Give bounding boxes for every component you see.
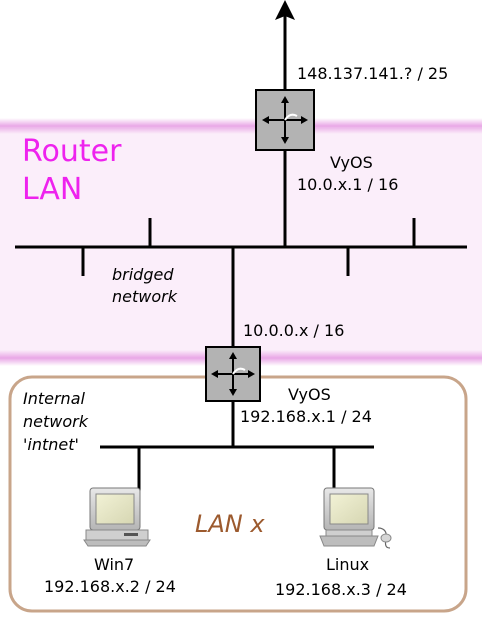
win7-computer-icon [83,487,151,547]
lan-x-label: LAN x [195,510,265,538]
linux-name: Linux [326,555,369,574]
link-address-label: 10.0.0.x / 16 [243,321,344,340]
internal-label-line2: network [23,412,89,431]
upper-router-name: VyOS [330,153,373,172]
linux-computer-icon [319,487,392,549]
internal-label-line1: Internal [23,389,86,408]
upper-router-icon [255,89,315,151]
lower-router-name: VyOS [288,385,331,404]
linux-address: 192.168.x.3 / 24 [275,580,407,599]
bridged-label-line1: bridged [112,265,174,284]
wan-address-label: 148.137.141.? / 25 [297,64,448,83]
router-lan-band [0,118,482,366]
router-lan-title-line2: LAN [22,172,82,207]
internal-label-line3: 'intnet' [23,435,79,454]
wan-arrowhead [275,0,295,20]
bridged-label-line2: network [112,287,178,306]
router-lan-title-line1: Router [22,134,122,169]
lower-router-icon [205,346,261,402]
win7-name: Win7 [94,555,134,574]
bridged-network-bus [15,218,467,276]
upper-router-address: 10.0.x.1 / 16 [297,175,398,194]
win7-address: 192.168.x.2 / 24 [44,577,176,596]
lower-router-address: 192.168.x.1 / 24 [240,407,372,426]
internal-network-bus [100,445,374,495]
